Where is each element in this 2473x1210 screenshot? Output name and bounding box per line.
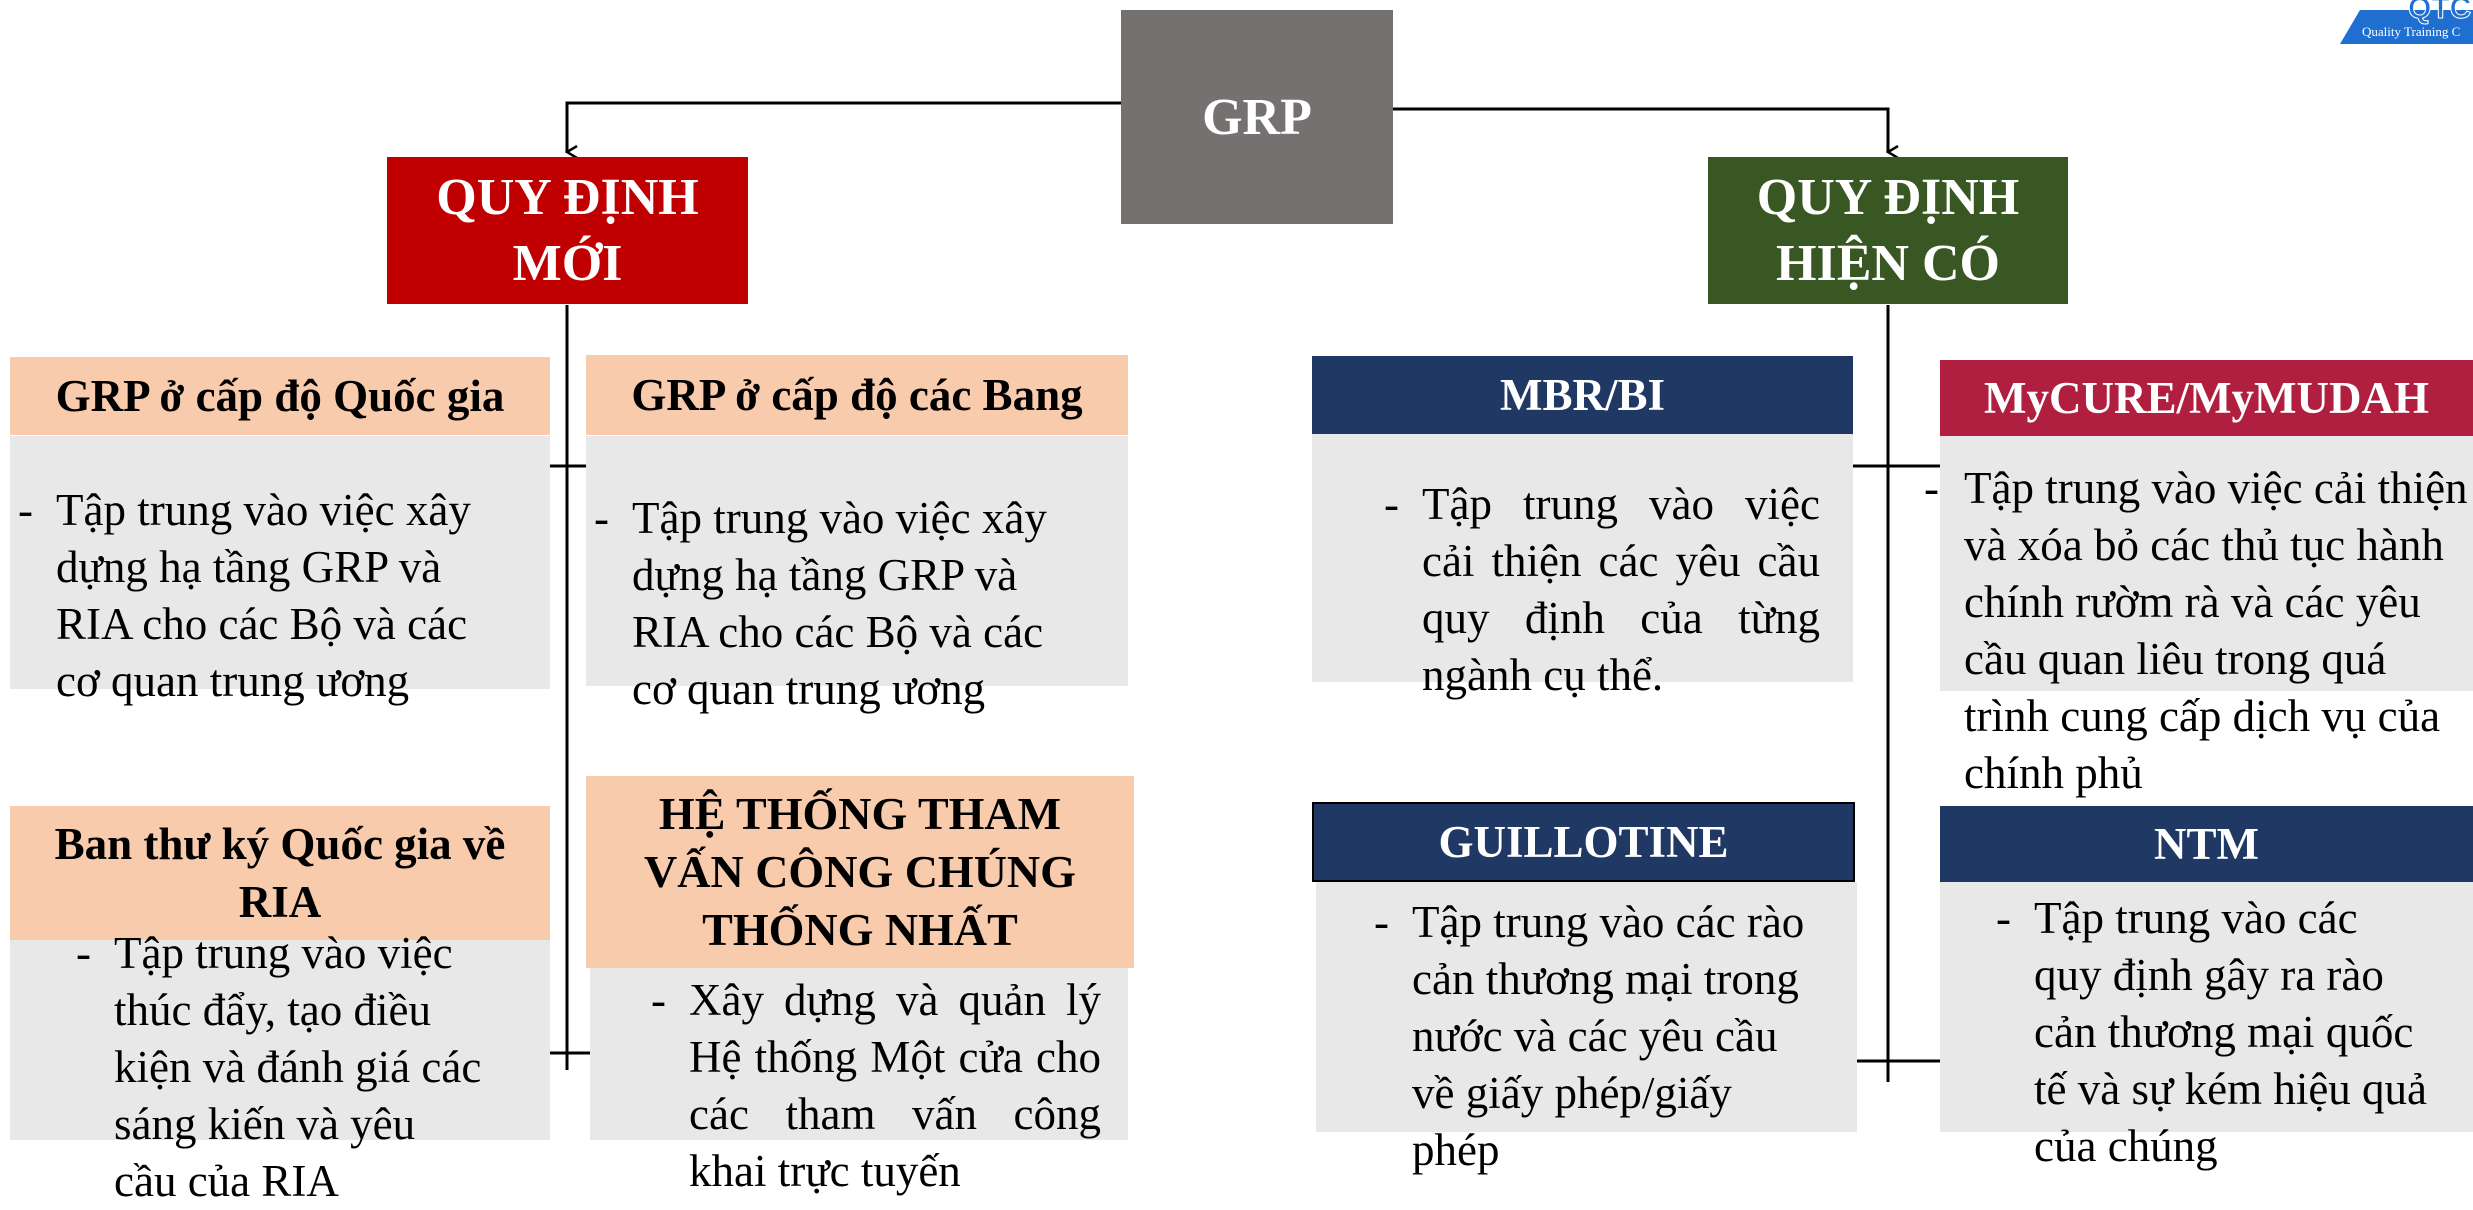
bullet-dash: -	[1996, 893, 2011, 943]
card-ntm-body: - Tập trung vào các quy định gây ra rào …	[1996, 890, 2436, 1175]
card-secretariat-panel	[10, 940, 550, 1140]
card-mycure-panel	[1940, 436, 2473, 691]
svg-text:Quality Training C: Quality Training C	[2362, 24, 2460, 39]
bullet-dash: -	[1374, 897, 1389, 947]
card-national-panel	[10, 436, 550, 689]
card-guillotine-header: GUILLOTINE	[1312, 802, 1855, 882]
branch-existing-regulations: QUY ĐỊNH HIỆN CÓ	[1708, 157, 2068, 304]
card-guillotine-body: - Tập trung vào các rào cản thương mại t…	[1374, 894, 1814, 1179]
card-states-body: - Tập trung vào việc xây dựng hạ tầng GR…	[594, 490, 1084, 718]
root-to-right-arrow	[1393, 107, 1888, 152]
card-mycure-body: - Tập trung vào việc cải thiện và xóa bỏ…	[1924, 460, 2473, 802]
card-consultation-header: HỆ THỐNG THAM VẤN CÔNG CHÚNG THỐNG NHẤT	[586, 776, 1134, 968]
bullet-dash: -	[1384, 479, 1399, 529]
card-secretariat-header: Ban thư ký Quốc gia về RIA	[10, 806, 550, 940]
bullet-dash: -	[76, 928, 91, 978]
card-mbr-header: MBR/BI	[1312, 356, 1853, 434]
card-states-panel	[586, 436, 1128, 686]
card-mycure-header: MyCURE/MyMUDAH	[1940, 360, 2473, 436]
card-mbr-panel	[1312, 434, 1853, 682]
card-national-body: - Tập trung vào việc xây dựng hạ tầng GR…	[18, 482, 508, 710]
card-consultation-body: - Xây dựng và quản lý Hệ thống Một cửa c…	[651, 972, 1101, 1200]
company-logo: QTC Quality Training C	[2340, 0, 2473, 44]
svg-text:QTC: QTC	[2408, 0, 2471, 25]
branch-existing-title: QUY ĐỊNH HIỆN CÓ	[1756, 168, 2020, 292]
bullet-dash: -	[18, 485, 33, 535]
card-ntm-panel	[1940, 882, 2473, 1132]
card-guillotine-panel	[1316, 882, 1857, 1132]
branch-new-regulations: QUY ĐỊNH MỚI	[387, 157, 748, 304]
branch-new-title: QUY ĐỊNH MỚI	[436, 168, 699, 292]
card-states-header: GRP ở cấp độ các Bang	[586, 355, 1128, 435]
root-node: GRP	[1121, 10, 1393, 224]
root-to-left-arrow	[567, 101, 1121, 152]
bullet-dash: -	[651, 975, 666, 1025]
card-mbr-body: - Tập trung vào việc cải thiện các yêu c…	[1384, 476, 1820, 704]
card-secretariat-body: - Tập trung vào việc thúc đẩy, tạo điều …	[76, 925, 486, 1210]
root-label: GRP	[1202, 88, 1312, 146]
bullet-dash: -	[594, 493, 609, 543]
bullet-dash: -	[1924, 463, 1939, 513]
card-national-header: GRP ở cấp độ Quốc gia	[10, 357, 550, 435]
card-consultation-panel	[590, 968, 1128, 1140]
card-ntm-header: NTM	[1940, 806, 2473, 882]
